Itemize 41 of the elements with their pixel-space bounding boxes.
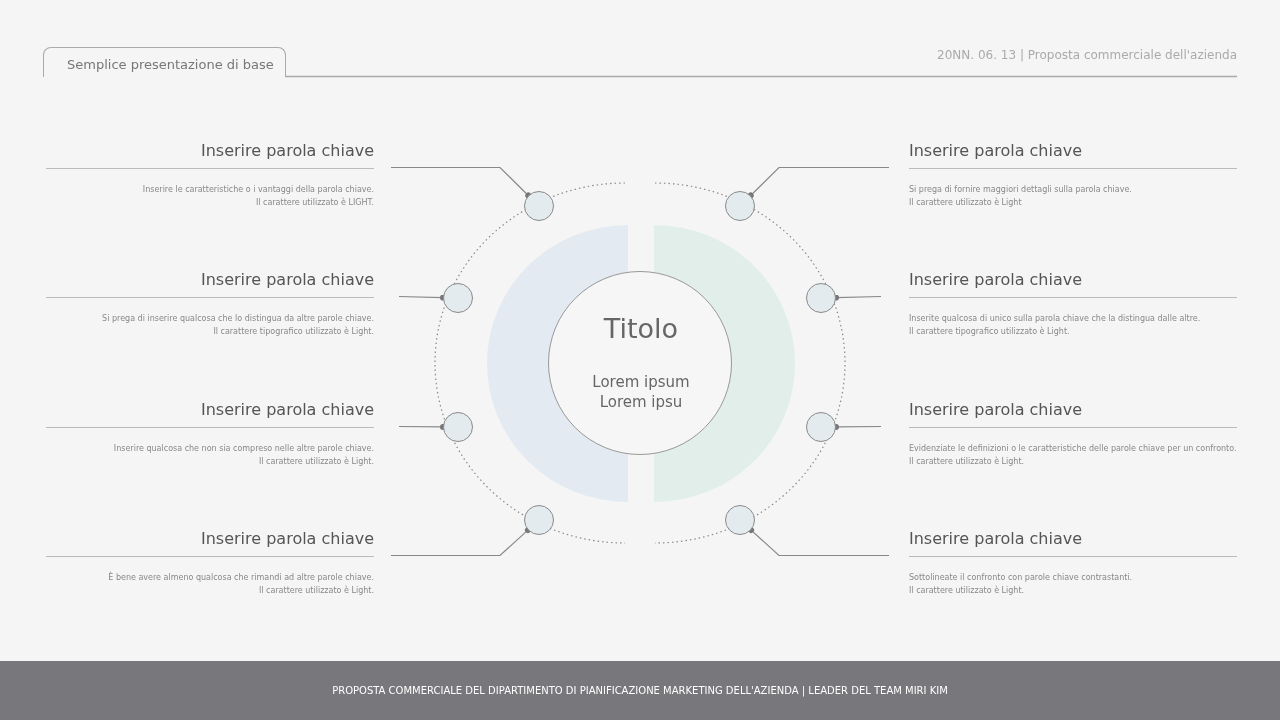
description-text: Il carattere tipografico utilizzato è Light. (212, 325, 374, 338)
keyword-heading: Inserire parola chiave (46, 140, 374, 169)
header-tab: Semplice presentazione di base (43, 47, 286, 77)
description-text: Evidenziate le definizioni o le caratteristiche delle parole chiave per un confronto. (909, 443, 1237, 455)
small-circle (443, 412, 473, 442)
leader-line (390, 527, 531, 557)
small-circle (806, 412, 836, 442)
subtitle-text: Lorem ipsum Lorem ipsu (591, 372, 691, 412)
description-text: Il carattere utilizzato è Light. (909, 584, 1026, 597)
description-text: Il carattere utilizzato è LIGHT. (254, 196, 374, 209)
description-text: Il carattere tipografico utilizzato è Light. (909, 325, 1071, 338)
keyword-heading: Inserire parola chiave (46, 269, 374, 298)
description-text: Si prega di fornire maggiori dettagli sulla parola chiave. (909, 184, 1133, 196)
description-text: Il carattere utilizzato è Light. (257, 455, 374, 468)
small-circle (725, 191, 755, 221)
description-text: Il carattere utilizzato è Light. (909, 455, 1026, 468)
small-circle (443, 283, 473, 313)
keyword-heading: Inserire parola chiave (909, 399, 1237, 428)
description-text: Inserire qualcosa che non sia compreso nelle altre parole chiave. (112, 443, 374, 455)
description-text: È bene avere almeno qualcosa che rimandi ad altre parole chiave. (107, 571, 374, 584)
description-text: Il carattere utilizzato è Light (909, 196, 1023, 209)
leader-line (748, 527, 890, 557)
keyword-heading: Inserire parola chiave (46, 528, 374, 557)
small-circle (524, 191, 554, 221)
description-text: Sottolineate il confronto con parole chiave contrastanti. (909, 572, 1134, 584)
keyword-heading: Inserire parola chiave (909, 140, 1237, 169)
header-date-text: 20NN. 06. 13 | Proposta commerciale dell'azienda (937, 47, 1237, 64)
keyword-heading: Inserire parola chiave (46, 399, 374, 428)
description-text: Inserire le caratteristiche o i vantaggi della parola chiave. (141, 184, 374, 196)
small-circle (725, 505, 755, 535)
keyword-heading: Inserire parola chiave (909, 269, 1237, 298)
footer-bar: PROPOSTA COMMERCIALE DEL DIPARTIMENTO DI PIANIFICAZIONE MARKETING DELL'AZIENDA | LEADER DEL TEAM MIRI KIM (0, 661, 1280, 720)
small-circle (806, 283, 836, 313)
description-text: Il carattere utilizzato è Light. (257, 584, 374, 597)
keyword-heading: Inserire parola chiave (909, 528, 1237, 557)
leader-line (747, 166, 890, 199)
title-text: Titolo (602, 312, 680, 346)
description-text: Si prega di inserire qualcosa che lo distingua da altre parole chiave. (101, 313, 374, 325)
small-circle (524, 505, 554, 535)
leader-line (390, 166, 532, 199)
description-text: Inserite qualcosa di unico sulla parola chiave che la distingua dalle altre. (909, 313, 1202, 325)
